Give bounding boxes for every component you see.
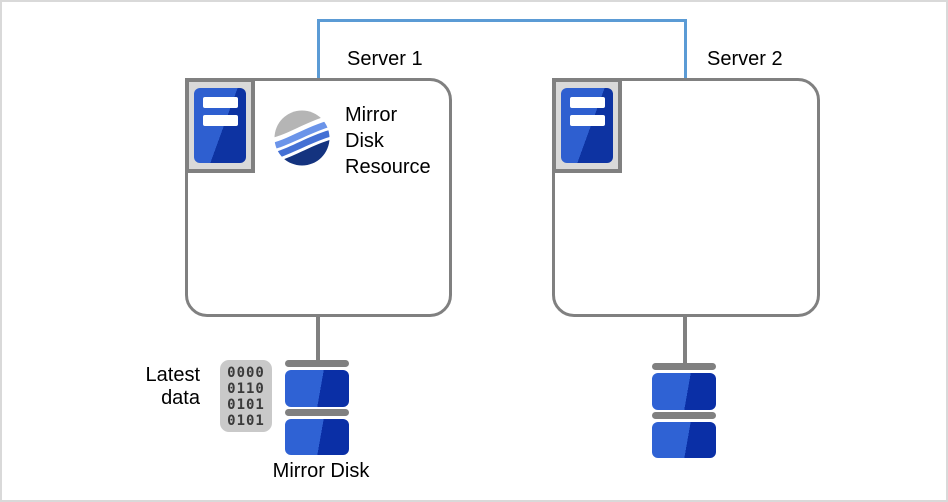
tower-icon [561, 88, 613, 163]
disk-cap [285, 409, 349, 416]
server2-tower-icon [552, 78, 622, 173]
disk-cap [285, 360, 349, 367]
server1-tower-icon [185, 78, 255, 173]
server1-label: Server 1 [347, 48, 423, 70]
latest-data-line: Latest [145, 364, 200, 386]
disk-platter [652, 422, 716, 458]
server2-disk-connector [683, 316, 687, 364]
resource-label-line: Mirror [345, 104, 398, 126]
server2-label: Server 2 [707, 48, 783, 70]
resource-label-line: Disk [345, 130, 384, 152]
tower-icon [194, 88, 246, 163]
resource-label-line: Resource [345, 156, 431, 178]
tower-slot [570, 115, 605, 126]
mirror-disk-left [285, 360, 349, 455]
mirror-disk-caption: Mirror Disk [272, 460, 370, 482]
disk-platter [652, 373, 716, 410]
latest-data-label: Latest data [128, 364, 200, 410]
binary-row: 0000 [227, 365, 265, 381]
disk-cap [652, 412, 716, 419]
binary-row: 0101 [227, 413, 265, 429]
disk-cap [652, 363, 716, 370]
binary-row: 0110 [227, 381, 265, 397]
mirror-disk-resource-icon [274, 110, 330, 166]
latest-data-line: data [161, 387, 200, 409]
server1-disk-connector [316, 316, 320, 362]
binary-data-icon: 0000 0110 0101 0101 [220, 360, 272, 432]
mirror-disk-resource-label: Mirror Disk Resource [345, 102, 431, 180]
disk-platter [285, 370, 349, 407]
mirror-disk-right [652, 363, 716, 458]
server-interconnect-line [317, 19, 687, 81]
tower-slot [570, 97, 605, 108]
binary-row: 0101 [227, 397, 265, 413]
tower-slot [203, 115, 238, 126]
tower-slot [203, 97, 238, 108]
disk-platter [285, 419, 349, 455]
